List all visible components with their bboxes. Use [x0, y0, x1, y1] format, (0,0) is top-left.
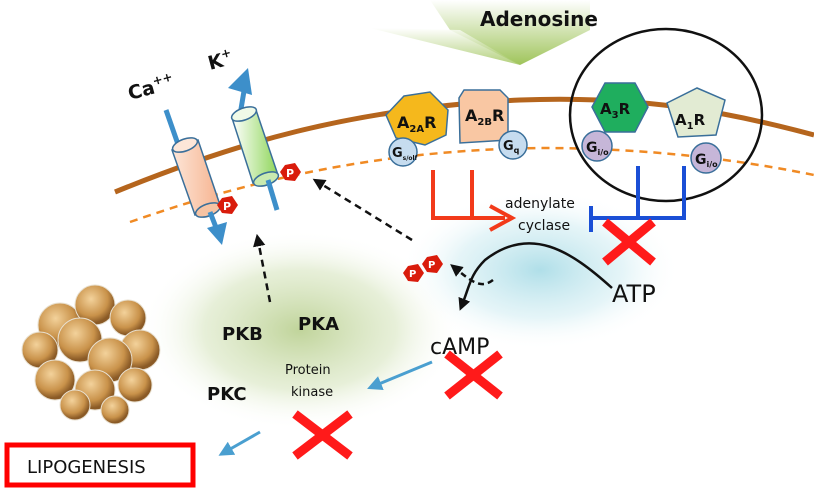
protein-kinase-label: Protein — [285, 363, 331, 378]
svg-text:Gq: Gq — [503, 139, 520, 155]
stimulation-arrowhead — [489, 204, 517, 232]
lipogenesis-label: LIPOGENESIS — [27, 457, 146, 478]
gs-olf-protein — [388, 137, 418, 167]
pka-label: PKA — [298, 314, 339, 335]
gq-protein — [498, 130, 528, 160]
inhibition-bar — [589, 166, 686, 232]
lipogenesis-box — [4, 442, 196, 488]
svg-text:P: P — [286, 167, 294, 180]
block-x-icon — [292, 410, 353, 460]
a1-receptor: A1R Gi/o — [666, 87, 726, 174]
svg-text:Gi/o: Gi/o — [695, 152, 718, 169]
phosphate-icon: P — [217, 196, 238, 214]
svg-text:Gs/olf: Gs/olf — [392, 146, 418, 162]
block-x-icon — [444, 350, 503, 400]
adenylate-cyclase-label-line2: cyclase — [518, 218, 570, 234]
phosphate-icon: P — [280, 163, 301, 181]
stimulation-arrow — [431, 170, 505, 220]
camp-to-kinase-arrow — [367, 360, 433, 391]
calcium-channel — [163, 109, 227, 245]
phosphate-icon: P — [422, 255, 443, 273]
phosphate-release-arrow — [450, 264, 494, 286]
svg-text:P: P — [223, 200, 231, 213]
adenosine-label: Adenosine — [480, 7, 598, 31]
block-x-icon — [602, 218, 656, 266]
phosphorylation-arrow — [253, 233, 272, 303]
phosphorylation-arrow — [312, 178, 413, 242]
svg-text:P: P — [428, 260, 435, 271]
gi-o-protein — [690, 142, 722, 174]
atp-to-camp-arrow — [458, 242, 613, 311]
svg-text:A3R: A3R — [600, 100, 631, 121]
potassium-ion-label: K+ — [205, 45, 235, 75]
gi-o-protein — [581, 130, 613, 162]
pkc-label: PKC — [207, 384, 247, 405]
pkb-label: PKB — [222, 324, 263, 345]
adipocyte-cluster-image — [21, 284, 161, 425]
adenylate-cyclase-label: adenylate — [505, 196, 575, 212]
atp-label: ATP — [612, 280, 656, 308]
potassium-channel — [228, 68, 280, 211]
kinase-to-lipogenesis-arrow — [218, 430, 261, 456]
svg-text:A2AR: A2AR — [397, 113, 436, 135]
highlight-circle — [568, 27, 764, 203]
svg-text:P: P — [409, 269, 416, 280]
adenosine-arrow — [430, 0, 590, 65]
calcium-ion-label: Ca++ — [125, 70, 176, 105]
svg-text:Gi/o: Gi/o — [586, 140, 609, 157]
a3-receptor: A3R Gi/o — [581, 82, 649, 162]
svg-text:A1R: A1R — [675, 111, 706, 132]
svg-text:A2BR: A2BR — [465, 106, 504, 128]
phosphate-icon: P — [403, 264, 424, 282]
calcium-influx-arrowhead — [207, 222, 227, 245]
a2b-receptor: A2BR Gq — [458, 89, 528, 160]
adenosine-arrow-wing — [370, 28, 520, 65]
protein-kinase-label-line2: kinase — [291, 385, 333, 400]
a2a-receptor: A2AR Gs/olf — [385, 91, 449, 167]
potassium-efflux-arrowhead — [228, 68, 252, 95]
camp-label: cAMP — [430, 335, 489, 360]
